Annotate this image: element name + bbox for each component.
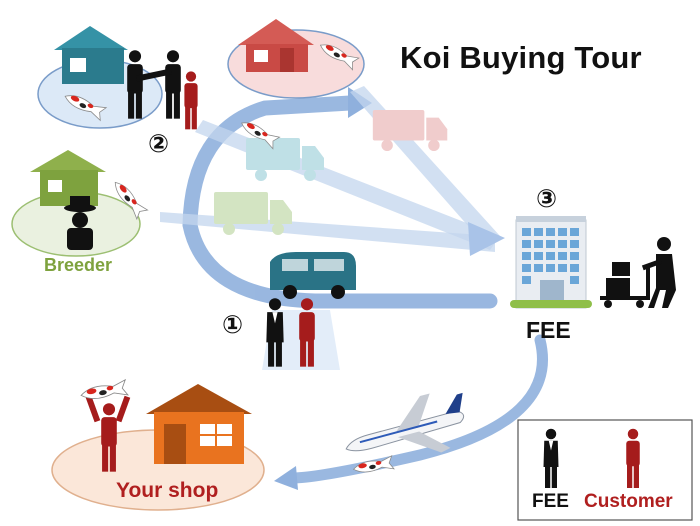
page-title: Koi Buying Tour <box>400 40 642 75</box>
step-3-marker: ③ <box>536 185 558 213</box>
cart-icon <box>600 237 676 308</box>
fee-to-shop-arrow <box>286 334 548 484</box>
shop-label: Your shop <box>116 479 219 502</box>
tour-start-people <box>262 298 340 370</box>
van-icon <box>270 252 356 299</box>
your-shop <box>51 379 265 511</box>
airplane-icon <box>345 392 465 453</box>
step-1-marker: ① <box>222 311 244 339</box>
legend-box <box>517 419 693 521</box>
step-2-marker: ② <box>148 130 170 158</box>
return-loop-arrow <box>182 95 498 309</box>
breeder-farm <box>11 150 149 257</box>
flow-arrows <box>182 95 548 484</box>
legend-fee-label: FEE <box>532 491 569 512</box>
breeder-label: Breeder <box>44 255 113 275</box>
legend-customer-label: Customer <box>584 491 673 512</box>
fee-building <box>510 216 592 309</box>
koi-farm-top <box>227 19 365 99</box>
shop-arrowhead <box>274 466 298 490</box>
koi-farm-left <box>37 26 198 130</box>
fee-label: FEE <box>526 317 571 343</box>
truck-icon-teal <box>246 138 324 181</box>
fee-arrowhead <box>468 222 505 256</box>
